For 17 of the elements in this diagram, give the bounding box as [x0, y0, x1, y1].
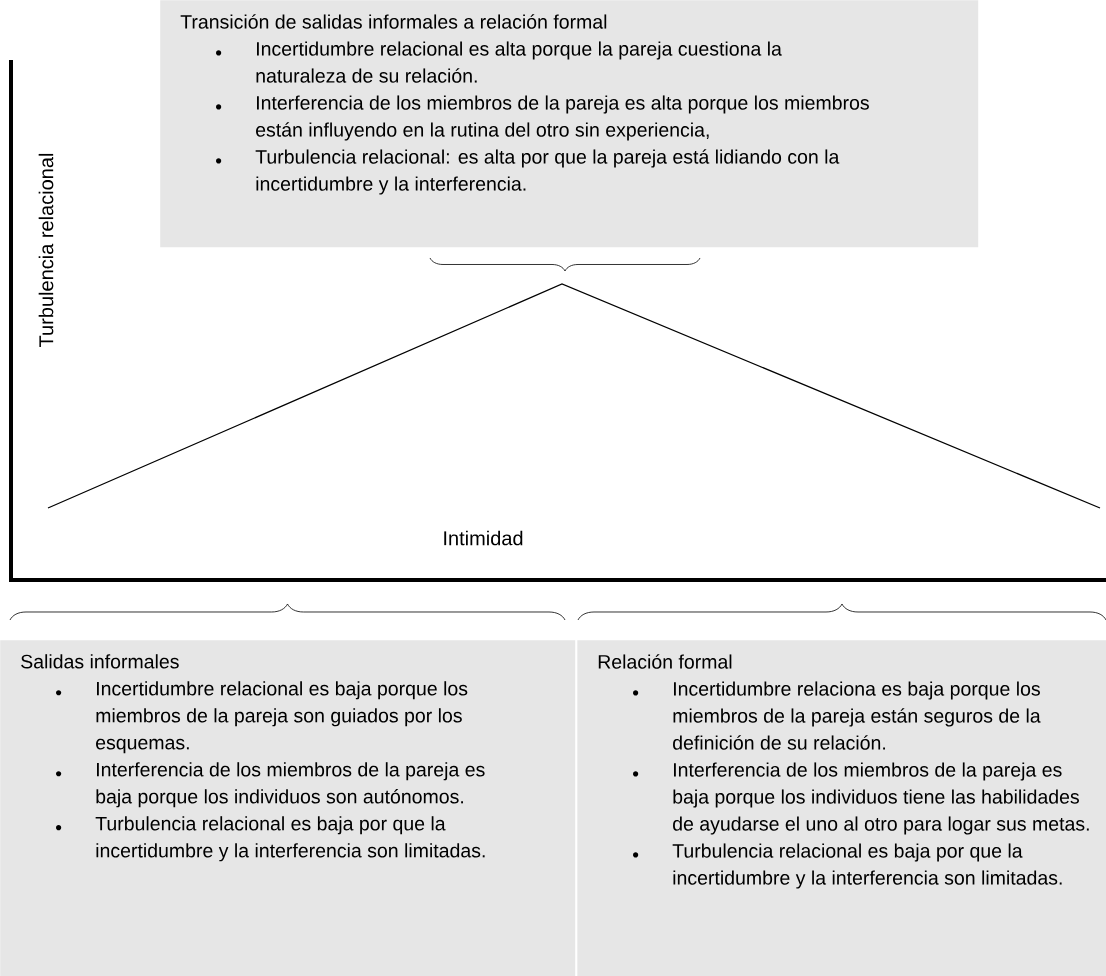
text-box [577, 640, 1106, 976]
text-box [0, 640, 576, 976]
text-box [160, 0, 979, 248]
axis-label: Intimidad [444, 530, 523, 546]
box-heading: Salidas informales [21, 654, 179, 669]
bullet-item: Incertidumbre relacional es baja porque los miembros de la pareja son guiados por los esquemas. [96, 681, 468, 754]
bullet-item: Interferencia de los miembros de la pareja es baja porque los individuos tiene las habilidades de ayudarse el uno al otro para logar sus metas. [673, 762, 1089, 835]
bullet-item: Turbulencia relacional es baja por que la incertidumbre y la interferencia son limitadas. [95, 816, 485, 862]
axis-label: Turbulencia relacional [38, 153, 54, 347]
bullet-item: Incertidumbre relaciona es baja porque los miembros de la pareja están seguros de la definición de su relación. [673, 681, 1041, 750]
bullet-item: Incertidumbre relacional es alta porque la pareja cuestiona la naturaleza de su relación. [256, 41, 782, 83]
box-heading: Relación formal [598, 654, 732, 669]
bullet-item: Turbulencia relacional: es alta por que la pareja está lidiando con la incertidumbre y la interferencia. [255, 149, 840, 195]
bullet-item: Interferencia de los miembros de la pareja es baja porque los individuos son autónomos. [96, 762, 485, 808]
box-heading: Transición de salidas informales a relación formal [180, 14, 607, 29]
bullet-item: Turbulencia relacional es baja por que la incertidumbre y la interferencia son limitadas. [672, 843, 1062, 889]
bullet-item: Interferencia de los miembros de la pareja es alta porque los miembros están influyendo en la rutina del otro sin experiencia, [256, 95, 869, 141]
